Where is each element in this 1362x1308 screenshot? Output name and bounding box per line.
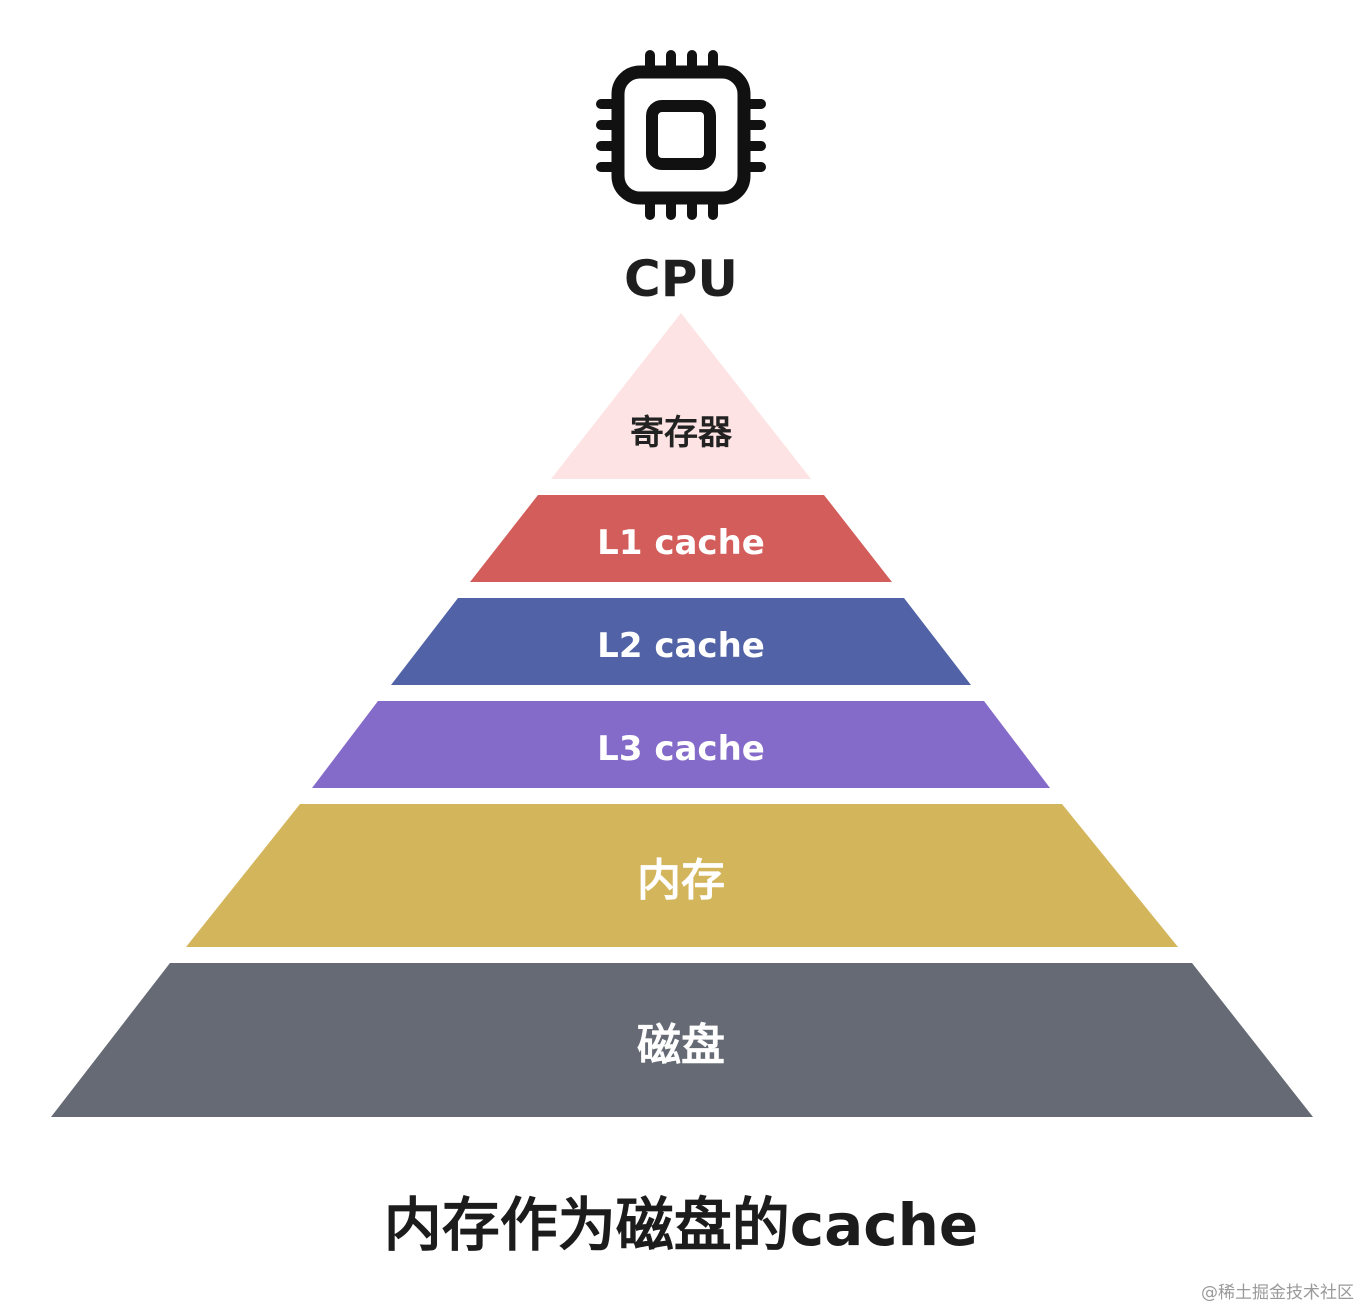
layer-memory-shape <box>186 804 1178 947</box>
layer-l2-label: L2 cache <box>597 626 765 666</box>
watermark: @稀土掘金技术社区 <box>1201 1283 1354 1303</box>
layer-registers-shape <box>551 313 811 479</box>
layer-registers-label: 寄存器 <box>630 413 733 453</box>
diagram-caption: 内存作为磁盘的cache <box>384 1191 979 1259</box>
layer-l1-label: L1 cache <box>597 523 765 563</box>
cpu-label: CPU <box>624 250 738 308</box>
pyramid: 寄存器 L1 cache L2 cache L3 cache 内存 磁盘 <box>51 313 1313 1117</box>
layer-l3-label: L3 cache <box>597 729 765 769</box>
cpu-chip-icon <box>596 50 766 220</box>
layer-l3-shape <box>312 701 1050 788</box>
layer-l1-shape <box>470 495 892 582</box>
layer-l2-shape <box>391 598 971 685</box>
layer-disk-label: 磁盘 <box>637 1020 725 1071</box>
layer-memory-label: 内存 <box>637 855 725 906</box>
layer-disk-shape <box>51 963 1313 1117</box>
